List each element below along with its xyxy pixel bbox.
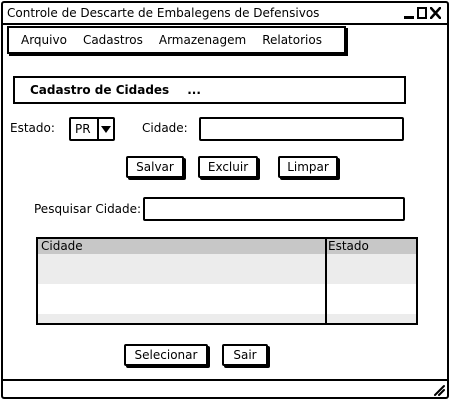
cities-table[interactable]: Cidade Estado: [36, 237, 418, 325]
minimize-icon[interactable]: [404, 7, 414, 19]
menu-relatorios[interactable]: Relatorios: [262, 33, 322, 47]
excluir-button[interactable]: Excluir: [198, 156, 258, 178]
table-row[interactable]: [38, 284, 416, 299]
table-row[interactable]: [38, 269, 416, 284]
cidade-input[interactable]: [199, 117, 404, 141]
table-row[interactable]: [38, 299, 416, 314]
menu-armazenagem[interactable]: Armazenagem: [158, 33, 247, 47]
title-bar: Controle de Descarte de Embalegens de De…: [3, 3, 447, 25]
menu-bar: Arquivo Cadastros Armazenagem Relatorios: [7, 26, 346, 54]
menu-cadastros[interactable]: Cadastros: [82, 33, 143, 47]
window-controls: [404, 5, 441, 21]
estado-select[interactable]: PR: [69, 117, 115, 141]
salvar-button[interactable]: Salvar: [126, 156, 184, 178]
menu-arquivo[interactable]: Arquivo: [21, 33, 67, 47]
sair-button[interactable]: Sair: [222, 344, 268, 366]
estado-label: Estado:: [10, 121, 55, 135]
table-row[interactable]: [38, 314, 416, 323]
resize-grip-icon[interactable]: [433, 384, 445, 396]
status-bar: [3, 379, 447, 397]
pesquisar-input[interactable]: [143, 197, 405, 221]
pesquisar-label: Pesquisar Cidade:: [34, 202, 142, 216]
window-title: Controle de Descarte de Embalegens de De…: [7, 6, 320, 20]
table-body: [38, 254, 416, 323]
table-row[interactable]: [38, 254, 416, 269]
chevron-down-icon[interactable]: [99, 119, 113, 139]
column-header-cidade[interactable]: Cidade: [41, 239, 83, 253]
column-divider: [325, 239, 327, 323]
estado-select-value: PR: [71, 119, 99, 139]
cidade-label: Cidade:: [142, 121, 188, 135]
selecionar-button[interactable]: Selecionar: [124, 344, 208, 366]
limpar-button[interactable]: Limpar: [278, 156, 338, 178]
section-header: Cadastro de Cidades ...: [13, 76, 406, 104]
close-icon[interactable]: [430, 7, 441, 19]
table-header: Cidade Estado: [38, 239, 416, 254]
maximize-icon[interactable]: [417, 7, 427, 19]
section-ellipsis: ...: [187, 83, 201, 97]
section-title: Cadastro de Cidades: [30, 83, 170, 97]
column-header-estado[interactable]: Estado: [328, 239, 369, 253]
